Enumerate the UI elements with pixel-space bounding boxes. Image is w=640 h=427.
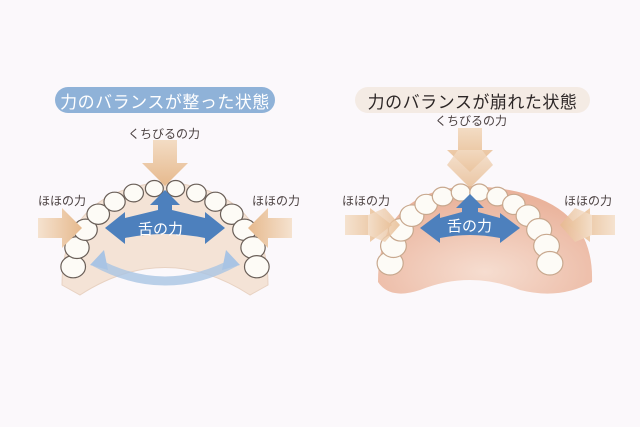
tooth [431, 186, 454, 207]
tooth [243, 255, 270, 279]
tongue-arrow [420, 194, 520, 243]
gum [378, 186, 593, 294]
balanced-jaw [38, 140, 292, 296]
cheek-force-label-left: ほほの力 [342, 194, 391, 208]
tooth [86, 203, 111, 225]
tooth [144, 179, 164, 198]
tongue-arrow [105, 190, 225, 244]
tooth [166, 179, 186, 198]
balanced-title: 力のバランスが整った状態 [55, 87, 275, 113]
tooth [219, 203, 244, 225]
tooth [536, 250, 564, 276]
cheek-force-label-left: ほほの力 [38, 194, 87, 208]
tooth [204, 191, 227, 212]
lip-force-arrow [142, 140, 188, 186]
tooth [60, 255, 87, 279]
cheek-force-arrow-left [38, 208, 82, 248]
tooth [185, 183, 207, 203]
secondary-arrows [92, 258, 238, 286]
lip-force-label: くちびるの力 [128, 127, 201, 141]
tooth [123, 183, 145, 203]
lip-force-label: くちびるの力 [435, 114, 508, 128]
tongue-force-label: 舌の力 [138, 220, 184, 238]
cheek-force-arrow-right [248, 208, 292, 248]
unbalanced-title: 力のバランスが崩れた状態 [355, 87, 590, 113]
cheek-force-label-right: ほほの力 [564, 194, 613, 208]
tooth [103, 191, 126, 212]
unbalanced-jaw [345, 128, 615, 294]
cheek-force-label-right: ほほの力 [252, 194, 301, 208]
tongue-force-label: 舌の力 [447, 217, 493, 235]
